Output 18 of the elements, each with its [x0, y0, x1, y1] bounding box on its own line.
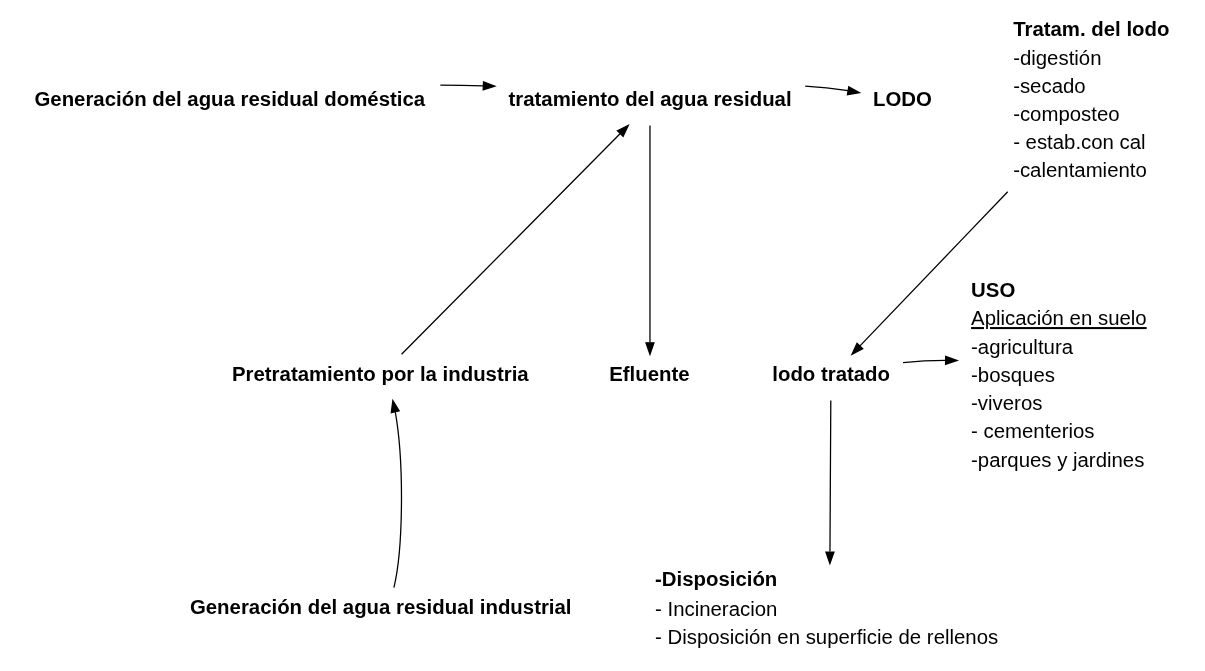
arrow	[400, 124, 630, 355]
node-text: LODO	[872, 87, 932, 110]
arrow	[439, 80, 497, 91]
arrow	[390, 398, 403, 589]
arrow	[804, 85, 862, 96]
arrow	[825, 399, 835, 566]
arrow	[645, 124, 655, 357]
node-text: Efluente	[609, 363, 690, 386]
node-text: -Disposición - Incineracion - Disposición en superficie de rellenos	[655, 568, 999, 648]
node-text: Tratam. del lodo -digestión -secado -composteo - estab.con cal -calentamiento	[1013, 17, 1170, 182]
node-text: USO Aplicación en suelo -agricultura -bosques -viveros - cementerios -parques y jardines	[971, 279, 1147, 471]
node-text: Generación del agua residual industrial	[189, 596, 572, 619]
node-text: Generación del agua residual doméstica	[34, 87, 426, 110]
node-text: lodo tratado	[772, 363, 891, 386]
arrow	[850, 191, 1009, 356]
node-text: Pretratamiento por la industria	[232, 363, 529, 386]
node-text: tratamiento del agua residual	[508, 87, 792, 110]
arrow	[902, 355, 960, 366]
